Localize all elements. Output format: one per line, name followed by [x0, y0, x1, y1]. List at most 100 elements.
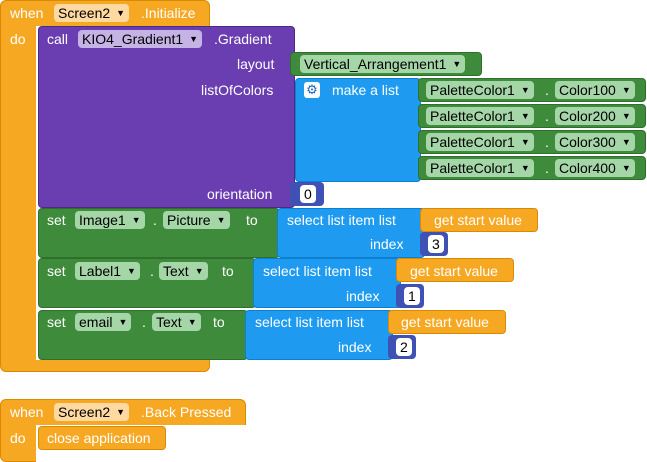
property-dot: .: [545, 108, 549, 124]
do-label: do: [10, 31, 26, 47]
palette-component-name: PaletteColor1: [430, 160, 515, 176]
property-dot: .: [545, 134, 549, 150]
get-start-value-block[interactable]: [420, 208, 538, 232]
chevron-down-icon: ▼: [520, 137, 530, 147]
index-value-field[interactable]: 1: [404, 287, 420, 305]
chevron-down-icon: ▼: [621, 111, 631, 121]
property-dot: .: [153, 212, 157, 228]
get-start-value-block[interactable]: [388, 310, 506, 334]
set-label: set: [47, 314, 66, 330]
select-list-item-block[interactable]: [253, 258, 401, 308]
chevron-down-icon: ▼: [187, 317, 197, 327]
setter-property-name: Text: [156, 314, 182, 330]
get-start-value-label: get start value: [434, 212, 522, 228]
index-label: index: [346, 288, 380, 304]
setter-component-name: Label1: [79, 263, 122, 279]
gradient-component-dropdown[interactable]: KIO4_Gradient1 ▼: [78, 30, 203, 48]
palette-component-name: PaletteColor1: [430, 108, 515, 124]
orientation-param-label: orientation: [207, 186, 273, 202]
get-start-value-block[interactable]: [396, 258, 514, 282]
palette-component-name: PaletteColor1: [430, 82, 515, 98]
chevron-down-icon: ▼: [216, 215, 226, 225]
index-value-field[interactable]: 2: [396, 338, 412, 356]
gradient-component-name: KIO4_Gradient1: [82, 31, 184, 47]
palette-property-dropdown[interactable]: Color100 ▼: [555, 81, 635, 99]
setter-property-dropdown[interactable]: Text ▼: [159, 262, 208, 280]
event-name: .Back Pressed: [141, 404, 232, 420]
chevron-down-icon: ▼: [118, 317, 128, 327]
palette-property-dropdown[interactable]: Color300▼: [555, 133, 635, 151]
palette-component-name: PaletteColor1: [430, 134, 515, 150]
setter-component-dropdown[interactable]: Label1 ▼: [75, 262, 140, 280]
list-of-colors-param-label: listOfColors: [201, 82, 274, 98]
select-list-item-label: select list item list: [255, 314, 364, 330]
when-label: when: [10, 5, 44, 21]
chevron-down-icon: ▼: [116, 8, 126, 18]
when-label: when: [10, 404, 44, 420]
select-list-item-label: select list item list: [287, 212, 396, 228]
property-dot: .: [545, 82, 549, 98]
setter-property-dropdown[interactable]: Picture ▼: [163, 211, 230, 229]
chevron-down-icon: ▼: [189, 34, 199, 44]
set-email-text-block[interactable]: [38, 310, 248, 360]
setter-component-name: Image1: [79, 212, 126, 228]
palette-component-dropdown[interactable]: PaletteColor1 ▼: [426, 159, 534, 177]
chevron-down-icon: ▼: [621, 163, 631, 173]
palette-property-name: Color100: [559, 82, 616, 98]
chevron-down-icon: ▼: [520, 85, 530, 95]
layout-component-dropdown[interactable]: Vertical_Arrangement1 ▼: [300, 55, 466, 73]
close-application-block[interactable]: [38, 426, 166, 450]
gradient-call-block[interactable]: [38, 26, 295, 208]
chevron-down-icon: ▼: [520, 111, 530, 121]
palette-property-name: Color400: [559, 160, 616, 176]
setter-component-dropdown[interactable]: Image1 ▼: [75, 211, 145, 229]
setter-component-dropdown[interactable]: email ▼: [75, 313, 132, 331]
palette-property-name: Color200: [559, 108, 616, 124]
select-list-item-block[interactable]: [277, 208, 425, 258]
palette-component-dropdown[interactable]: PaletteColor1 ▼: [426, 81, 534, 99]
palette-property-dropdown[interactable]: Color200 ▼: [555, 107, 635, 125]
to-label: to: [222, 263, 234, 279]
screen-component-dropdown[interactable]: Screen2 ▼: [54, 4, 130, 22]
setter-component-name: email: [79, 314, 113, 330]
index-label: index: [338, 339, 372, 355]
select-list-item-label: select list item list: [263, 263, 372, 279]
palette-component-dropdown[interactable]: PaletteColor1 ▼: [426, 133, 534, 151]
do-label: do: [10, 430, 26, 446]
set-label: set: [47, 212, 66, 228]
chevron-down-icon: ▼: [452, 59, 462, 69]
event-name: .Initialize: [141, 5, 196, 21]
set-label-text-block[interactable]: [38, 258, 256, 308]
chevron-down-icon: ▼: [520, 163, 530, 173]
select-list-item-block[interactable]: [245, 310, 393, 360]
set-label: set: [47, 263, 66, 279]
palette-component-dropdown[interactable]: PaletteColor1 ▼: [426, 107, 534, 125]
to-label: to: [246, 212, 258, 228]
setter-property-dropdown[interactable]: Text ▼: [152, 313, 201, 331]
property-dot: .: [545, 160, 549, 176]
chevron-down-icon: ▼: [116, 407, 126, 417]
layout-param-label: layout: [237, 56, 275, 72]
gradient-method-name: .Gradient: [214, 31, 272, 47]
gear-icon[interactable]: ⚙: [304, 82, 320, 98]
chevron-down-icon: ▼: [131, 215, 141, 225]
chevron-down-icon: ▼: [621, 137, 631, 147]
get-start-value-label: get start value: [410, 263, 498, 279]
screen-component-name: Screen2: [58, 5, 111, 21]
index-value-field[interactable]: 3: [428, 235, 444, 253]
index-label: index: [370, 236, 404, 252]
close-application-label: close application: [47, 430, 151, 446]
chevron-down-icon: ▼: [621, 85, 631, 95]
to-label: to: [213, 314, 225, 330]
chevron-down-icon: ▼: [194, 266, 204, 276]
chevron-down-icon: ▼: [127, 266, 136, 276]
palette-property-dropdown[interactable]: Color400 ▼: [555, 159, 635, 177]
layout-component-name: Vertical_Arrangement1: [304, 56, 447, 72]
screen-component-dropdown[interactable]: Screen2 ▼: [54, 403, 130, 421]
property-dot: .: [150, 263, 154, 279]
get-start-value-label: get start value: [401, 314, 489, 330]
setter-property-name: Text: [163, 263, 189, 279]
orientation-value-field[interactable]: 0: [300, 185, 316, 203]
setter-property-name: Picture: [167, 212, 211, 228]
screen-component-name: Screen2: [58, 404, 111, 420]
